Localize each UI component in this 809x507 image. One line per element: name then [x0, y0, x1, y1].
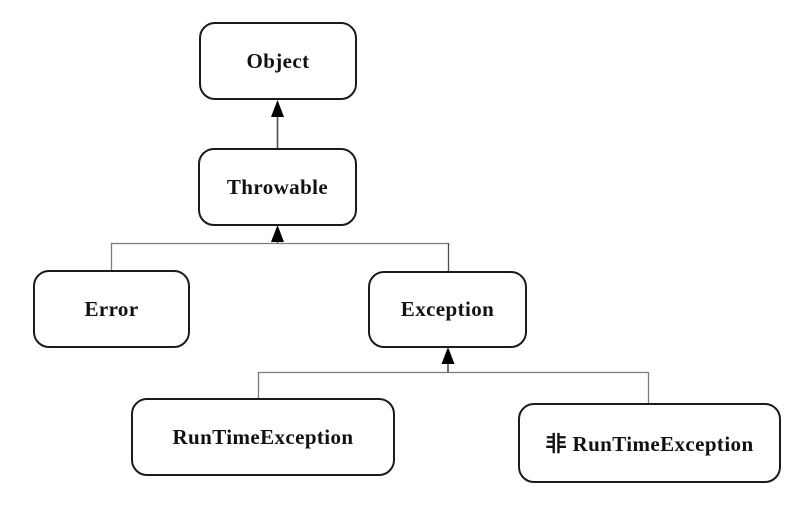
arrow-up-icon — [441, 347, 455, 364]
node-runtimeexception-label: RunTimeException — [172, 424, 354, 449]
node-runtimeexception: RunTimeException — [131, 398, 395, 476]
arrow-up-icon — [271, 100, 284, 117]
node-exception: Exception — [368, 271, 527, 348]
node-error: Error — [33, 270, 190, 348]
node-throwable-label: Throwable — [226, 174, 329, 199]
node-non-runtimeexception: 非 RunTimeException — [518, 403, 781, 483]
node-object-label: Object — [246, 48, 310, 73]
node-object: Object — [199, 22, 357, 100]
node-throwable: Throwable — [198, 148, 357, 226]
node-exception-label: Exception — [400, 297, 495, 321]
node-non-runtimeexception-label: 非 RunTimeException — [545, 432, 754, 456]
node-error-label: Error — [84, 296, 139, 321]
arrow-up-icon — [271, 225, 284, 242]
